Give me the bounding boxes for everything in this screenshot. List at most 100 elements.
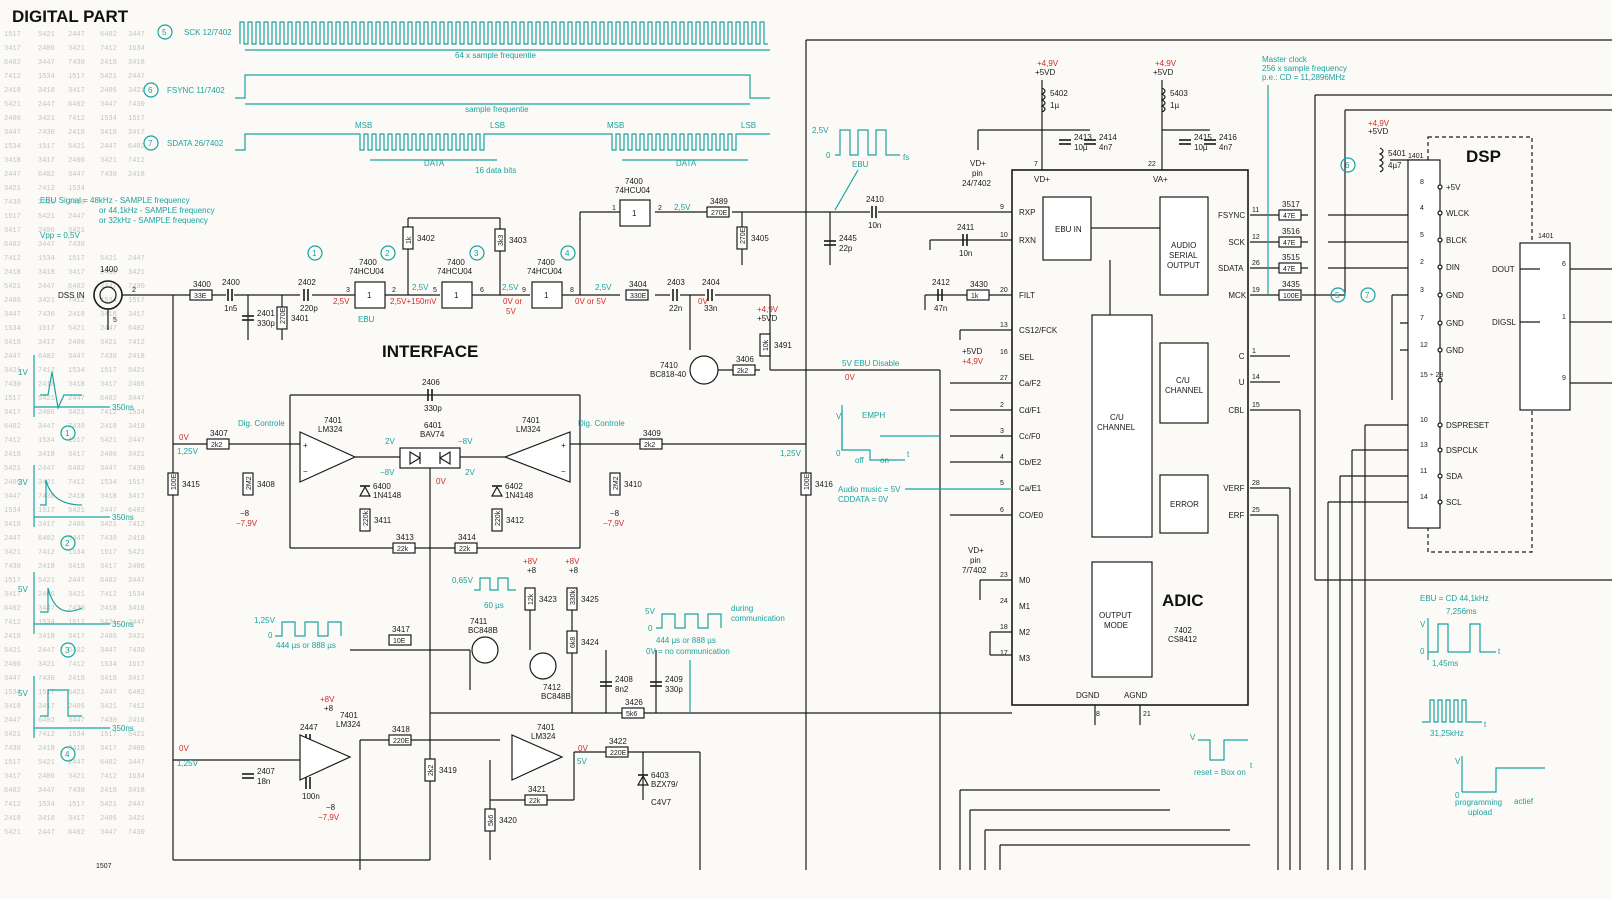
supply-1a: +4,9V	[1037, 59, 1059, 68]
ghost-label: 3421	[128, 87, 145, 95]
ghost-label: 1517	[4, 759, 21, 767]
ghost-label: 3447	[128, 395, 145, 403]
dsp-pin-label: DSPCLK	[1446, 446, 1479, 455]
ghost-label: 1517	[68, 801, 85, 809]
ghost-label: 3447	[38, 605, 55, 613]
ghost-label: 2406	[100, 633, 117, 641]
capacitor-val: 22p	[839, 244, 853, 253]
connector-inner	[99, 286, 117, 304]
ghost-label: 2418	[100, 787, 117, 795]
adic-audio-l1: AUDIO	[1171, 241, 1196, 250]
ghost-label: 7430	[100, 171, 117, 179]
ghost-label: 7412	[4, 255, 21, 263]
capacitor-ref: 2416	[1219, 133, 1237, 142]
capacitor-val: 330p	[257, 319, 275, 328]
adic-pin-num: 25	[1252, 507, 1260, 514]
dsp-ref: 1401	[1408, 153, 1424, 160]
ghost-label: 7430	[68, 605, 85, 613]
ghost-label: 2447	[68, 759, 85, 767]
ghost-label: 3418	[38, 451, 55, 459]
volt-0v: 0V	[698, 297, 708, 306]
background-ghost-text: 1517 3417 6402 7412 2418 5421 2406 3447 1534 3418…	[4, 31, 145, 837]
ghost-label: 2447	[68, 213, 85, 221]
opamp-4-ref: 7401	[537, 723, 555, 732]
ghost-label: 7412	[68, 661, 85, 669]
ghost-label: 2406	[38, 409, 55, 417]
adic-vd2-ref1: VD+	[968, 546, 984, 555]
ghost-label: 3447	[4, 311, 21, 319]
ghost-label: 2447	[68, 577, 85, 585]
dsp-pin-dot	[1437, 377, 1443, 383]
adic-title: ADIC	[1162, 591, 1204, 610]
ghost-label: 5421	[68, 689, 85, 697]
opamp-1-minus: −	[303, 467, 308, 476]
adic-pin-num: 19	[1252, 287, 1260, 294]
ghost-label: 3447	[68, 535, 85, 543]
dsp-p1: 1	[1562, 314, 1566, 321]
dsp-supply-2: +5VD	[1368, 127, 1388, 136]
ghost-label: 7412	[128, 157, 145, 165]
timing-sdata-label: SDATA 26/7402	[167, 139, 224, 148]
ghost-label: 3421	[128, 633, 145, 641]
marker-5b-text: 5	[1335, 291, 1340, 300]
dsp-pin-num: 11	[1420, 468, 1427, 475]
wave-ebu-amp: 2,5V	[812, 126, 829, 135]
emph-on: on	[880, 456, 889, 465]
ebu-note-l2: or 44,1kHz - SAMPLE frequency	[99, 206, 215, 215]
ghost-label: 6402	[4, 241, 21, 249]
resistor-val: 270E	[280, 307, 287, 324]
ghost-label: 7430	[68, 423, 85, 431]
ghost-label: 3418	[4, 703, 21, 711]
adic-vap: VA+	[1153, 175, 1168, 184]
prog-label: programming	[1455, 798, 1502, 807]
ghost-label: 5421	[68, 507, 85, 515]
diode-val2: C4V7	[651, 798, 672, 807]
adic-vd-ref1: VD+	[970, 159, 986, 168]
volt-2v: 2V	[385, 437, 395, 446]
capacitor-val: 18n	[257, 777, 270, 786]
ghost-label: 1534	[68, 367, 85, 375]
ghost-label: 1517	[4, 395, 21, 403]
diode-ref: 6400	[373, 482, 391, 491]
signal-marker-num: 4	[565, 249, 570, 258]
dsp-pin-num: 4	[1420, 205, 1424, 212]
ghost-label: 2447	[4, 353, 21, 361]
dsp-pin-label: GND	[1446, 319, 1464, 328]
left-wave-1	[40, 371, 82, 411]
adic-pin-num: 4	[1000, 454, 1004, 461]
dsp-pin-dot	[1437, 347, 1443, 353]
t7411-ref: 7411	[470, 617, 488, 626]
ghost-label: 3421	[38, 661, 55, 669]
timing-sck-label: SCK 12/7402	[184, 28, 232, 37]
resistor-ref: 3430	[970, 280, 988, 289]
ghost-label: 3418	[100, 129, 117, 137]
dsp-pin-label: SDA	[1446, 472, 1463, 481]
ghost-label: 3421	[128, 451, 145, 459]
sel-supply-2: +4,9V	[962, 357, 984, 366]
capacitor-val: 1n5	[224, 304, 238, 313]
wave-065: 0,65V	[452, 576, 474, 585]
ghost-label: 6402	[68, 829, 85, 837]
ghost-label: 2447	[100, 689, 117, 697]
ghost-label: 5421	[100, 73, 117, 81]
adic-pin-label: MCK	[1228, 291, 1246, 300]
transistor-7410	[689, 355, 719, 385]
resistor-ref: 3424	[581, 638, 599, 647]
ghost-label: 3417	[4, 409, 21, 417]
master-clock-1: Master clock	[1262, 55, 1308, 64]
volt-0b: 0V	[179, 433, 189, 442]
wave-nocomm: 0V = no communication	[646, 647, 730, 656]
ghost-label: 2418	[38, 563, 55, 571]
ghost-label: 2406	[68, 521, 85, 529]
resistor-ref: 3401	[291, 314, 309, 323]
capacitor-val: 10n	[868, 221, 881, 230]
